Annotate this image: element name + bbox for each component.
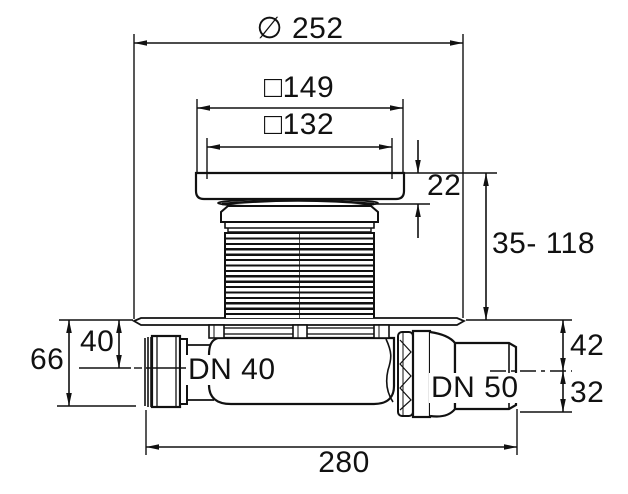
plate-bracket-lines: [213, 325, 380, 338]
dim-trap-height-label: 66: [30, 343, 65, 376]
dim-outlet-above-center-label: 42: [570, 329, 605, 362]
dim-installation-range-label: 35- 118: [492, 227, 596, 260]
inlet-socket-lines: [156, 336, 177, 407]
plate-bracket-middle: [292, 324, 308, 339]
outlet-clamp-ring: [397, 331, 414, 417]
inlet-size-label: DN 40: [186, 353, 278, 386]
dim-outer-square-label: □149: [264, 71, 335, 104]
riser-centerline: [299, 232, 300, 318]
outlet-size-label: DN 50: [429, 371, 521, 404]
outlet-junction-curve: [385, 338, 394, 403]
flange-plate: [131, 317, 467, 326]
dim-frame-height-label: 22: [427, 169, 462, 202]
dim-inlet-depth-label: 40: [80, 325, 115, 358]
extension-lines: [57, 34, 572, 455]
collar-step-1: [224, 222, 375, 229]
grate-frame: [194, 171, 406, 201]
dim-length-label: 280: [318, 446, 370, 479]
dim-diameter-label: ∅ 252: [256, 12, 344, 45]
inlet-socket-ribs: [144, 337, 152, 407]
outlet-clamp-band: [411, 329, 432, 419]
plate-bracket-left: [208, 324, 225, 339]
seal-ring-top: [221, 199, 375, 206]
dim-outlet-below-center-label: 32: [570, 376, 605, 409]
plate-bracket-right: [373, 324, 390, 339]
dim-inner-square-label: □132: [264, 108, 335, 141]
arrowheads: [66, 40, 566, 450]
collar: [220, 205, 379, 223]
outlet-clamp-lattice: [399, 339, 412, 411]
